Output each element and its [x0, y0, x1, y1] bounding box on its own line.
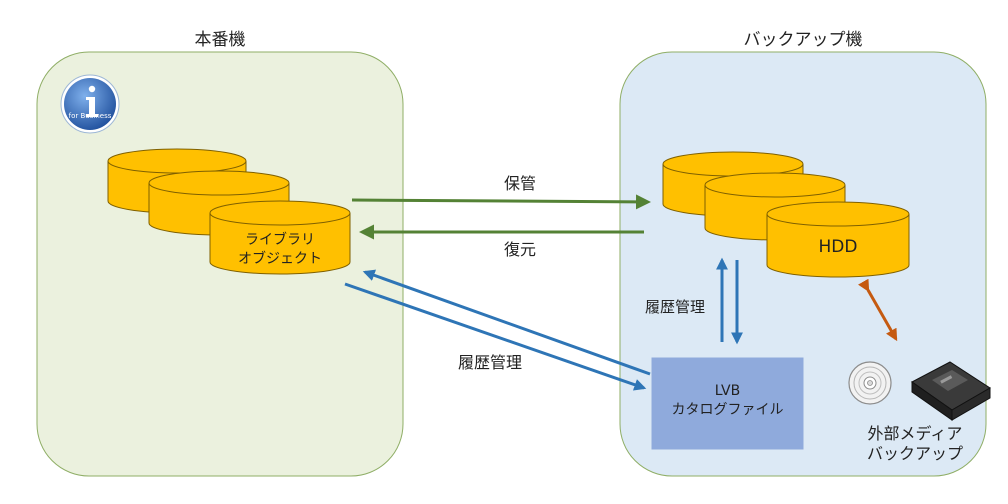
catalog-label-line1: LVB: [714, 383, 741, 399]
media-transfer-arrow: [858, 278, 898, 342]
catalog-box: [651, 357, 804, 450]
history-arrow-to-catalog: [344, 282, 647, 391]
history-label-right: 履歴管理: [644, 298, 705, 316]
cd-disc-icon: [848, 361, 892, 405]
catalog-label-line2: カタログファイル: [671, 402, 784, 418]
ibmi-logo-icon: [60, 74, 120, 134]
backup-db-label: HDD: [818, 237, 858, 257]
restore-label: 復元: [503, 240, 536, 259]
backup-db-cylinder-front: [766, 201, 910, 278]
production-title: 本番機: [194, 30, 246, 50]
backup-title: バックアップ機: [743, 30, 863, 50]
store-label: 保管: [503, 174, 536, 193]
media-label-line1: 外部メディア: [867, 424, 963, 443]
source-db-label-line1: ライブラリ: [245, 232, 315, 248]
history-label-left: 履歴管理: [457, 353, 522, 372]
history-arrow-to-source: [362, 269, 651, 376]
tape-cartridge-icon: [911, 361, 991, 421]
media-label-line2: バックアップ: [866, 444, 963, 463]
store-arrow: [351, 194, 651, 210]
source-db-cylinder-front: [209, 200, 351, 275]
ibmi-logo-text: for Business: [68, 112, 112, 120]
source-db-label-line2: オブジェクト: [238, 251, 322, 267]
